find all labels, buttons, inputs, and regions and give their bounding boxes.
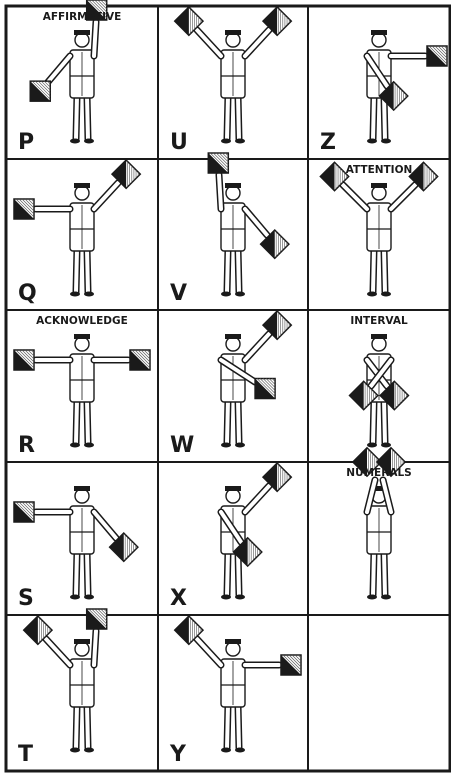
signal-caption: NUMERALS	[346, 467, 411, 479]
semaphore-flag	[87, 609, 107, 629]
signal-panel: Z	[320, 30, 447, 155]
signal-panel: Y	[169, 616, 301, 767]
signaller-figure	[175, 616, 301, 752]
signal-letter: W	[170, 433, 194, 458]
signal-panel: U	[170, 7, 291, 155]
signal-panel: S	[14, 486, 138, 611]
signaller-figure	[14, 160, 140, 296]
signal-caption: AFFIRMATIVE	[43, 11, 122, 23]
signal-caption: INTERVAL	[350, 315, 408, 327]
signal-letter: R	[18, 433, 35, 458]
signal-panel: Q	[14, 160, 140, 306]
signal-letter: Z	[320, 130, 336, 155]
signaller-figure	[350, 334, 409, 448]
semaphore-flag	[14, 199, 34, 219]
signaller-figure	[221, 463, 291, 599]
signaller-figure	[320, 162, 437, 296]
semaphore-flag	[208, 153, 228, 173]
signaller-figure	[14, 486, 138, 600]
signal-letter: Y	[169, 742, 187, 767]
signal-letter: P	[18, 130, 34, 155]
signal-panel: X	[170, 463, 291, 611]
signal-letter: Q	[18, 281, 37, 306]
signal-letter: U	[170, 130, 188, 155]
signal-letter: V	[170, 281, 187, 306]
semaphore-flag	[427, 46, 447, 66]
signal-panel: T	[18, 609, 107, 767]
semaphore-flag	[30, 81, 50, 101]
signaller-figure	[367, 30, 447, 144]
signal-panel: NUMERALS	[346, 448, 411, 600]
semaphore-flag	[14, 350, 34, 370]
signal-caption: ATTENTION	[346, 164, 413, 176]
signaller-figure	[14, 334, 150, 448]
semaphore-flag	[281, 655, 301, 675]
signal-letter: X	[170, 586, 187, 611]
signal-letter: T	[18, 742, 33, 767]
signaller-figure	[208, 153, 289, 296]
semaphore-flag	[130, 350, 150, 370]
signaller-figure	[221, 311, 291, 447]
signal-caption: ACKNOWLEDGE	[36, 315, 128, 327]
semaphore-flag	[14, 502, 34, 522]
signal-panel: W	[170, 311, 291, 458]
signal-panel: ATTENTION	[320, 162, 437, 296]
signal-panel: ACKNOWLEDGE R	[14, 315, 150, 458]
signal-panel: V	[170, 153, 289, 306]
signaller-figure	[175, 7, 292, 143]
signal-letter: S	[18, 586, 34, 611]
signaller-figure	[24, 609, 107, 752]
signal-panel: AFFIRMATIVE P	[18, 0, 121, 155]
semaphore-flag	[255, 379, 275, 399]
signal-panel: INTERVAL	[350, 315, 409, 448]
